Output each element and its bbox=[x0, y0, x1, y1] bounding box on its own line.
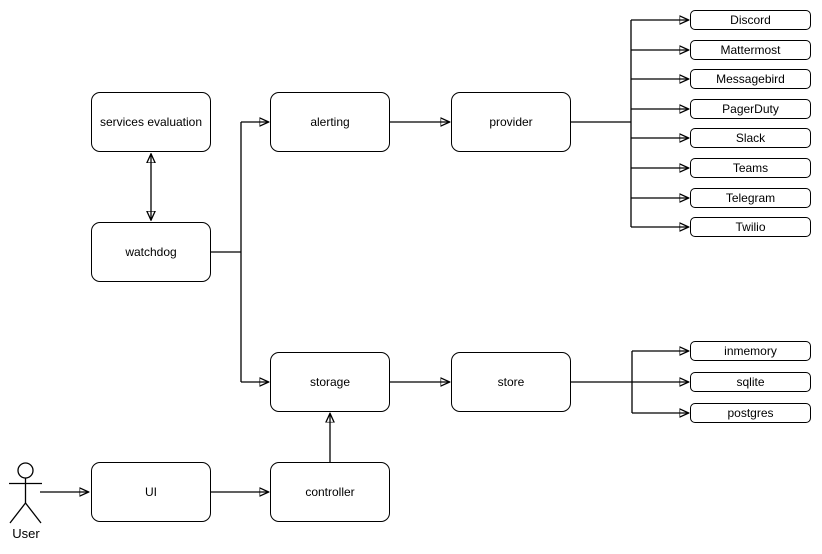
node-sqlite: sqlite bbox=[690, 372, 811, 392]
node-discord: Discord bbox=[690, 10, 811, 30]
node-messagebird: Messagebird bbox=[690, 69, 811, 89]
node-twilio: Twilio bbox=[690, 217, 811, 237]
node-alerting: alerting bbox=[270, 92, 390, 152]
node-provider: provider bbox=[451, 92, 571, 152]
node-store: store bbox=[451, 352, 571, 412]
user-actor-icon bbox=[9, 462, 42, 524]
node-mattermost: Mattermost bbox=[690, 40, 811, 60]
node-inmemory: inmemory bbox=[690, 341, 811, 361]
edge-watchdog-branch-trunk bbox=[211, 122, 242, 382]
node-slack: Slack bbox=[690, 128, 811, 148]
node-telegram: Telegram bbox=[690, 188, 811, 208]
node-pagerduty: PagerDuty bbox=[690, 99, 811, 119]
node-ui: UI bbox=[91, 462, 211, 522]
node-postgres: postgres bbox=[690, 403, 811, 423]
node-controller: controller bbox=[270, 462, 390, 522]
node-services-evaluation: services evaluation bbox=[91, 92, 211, 152]
node-watchdog: watchdog bbox=[91, 222, 211, 282]
node-teams: Teams bbox=[690, 158, 811, 178]
node-storage: storage bbox=[270, 352, 390, 412]
user-label: User bbox=[12, 526, 40, 541]
